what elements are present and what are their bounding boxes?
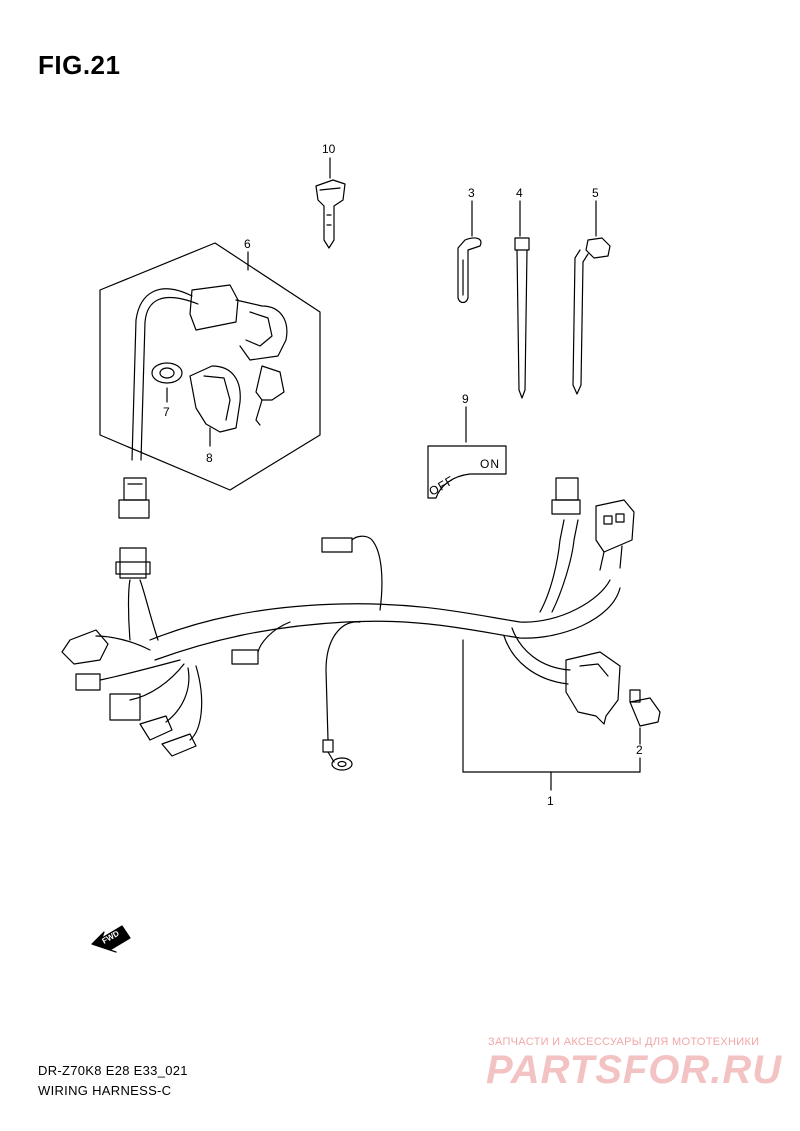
part-cable-tie <box>514 200 530 399</box>
callout-3: 3 <box>468 186 475 200</box>
direction-badge <box>91 925 131 953</box>
part-clip <box>457 200 482 304</box>
callout-5: 5 <box>592 186 599 200</box>
callout-1: 1 <box>547 794 554 808</box>
callout-2: 2 <box>636 743 643 757</box>
model-code: DR-Z70K8 E28 E33_021 <box>38 1063 188 1078</box>
callout-7: 7 <box>163 405 170 419</box>
diagram-title: WIRING HARNESS-C <box>38 1083 172 1098</box>
part-nut <box>151 362 183 403</box>
part-switch-plate <box>427 406 507 499</box>
callout-9: 9 <box>462 392 469 406</box>
part-cover <box>189 365 241 447</box>
watermark-logo: PARTSFOR.RU <box>486 1048 783 1092</box>
callout-10: 10 <box>322 142 336 156</box>
callout-4: 4 <box>516 186 523 200</box>
part-key <box>315 157 346 249</box>
switch-off-label: OFF <box>427 473 457 499</box>
part-ignition-switch-assembly <box>99 242 321 519</box>
switch-on-label: ON <box>480 457 500 471</box>
part-cable-tie-clamp <box>572 200 611 395</box>
part-wiring-harness <box>61 477 661 791</box>
watermark-tagline: ЗАПЧАСТИ И АКСЕССУАРЫ ДЛЯ МОТОТЕХНИКИ <box>488 1036 760 1048</box>
figure-title: FIG.21 <box>38 50 121 80</box>
callout-6: 6 <box>244 237 251 251</box>
callout-8: 8 <box>206 451 213 465</box>
